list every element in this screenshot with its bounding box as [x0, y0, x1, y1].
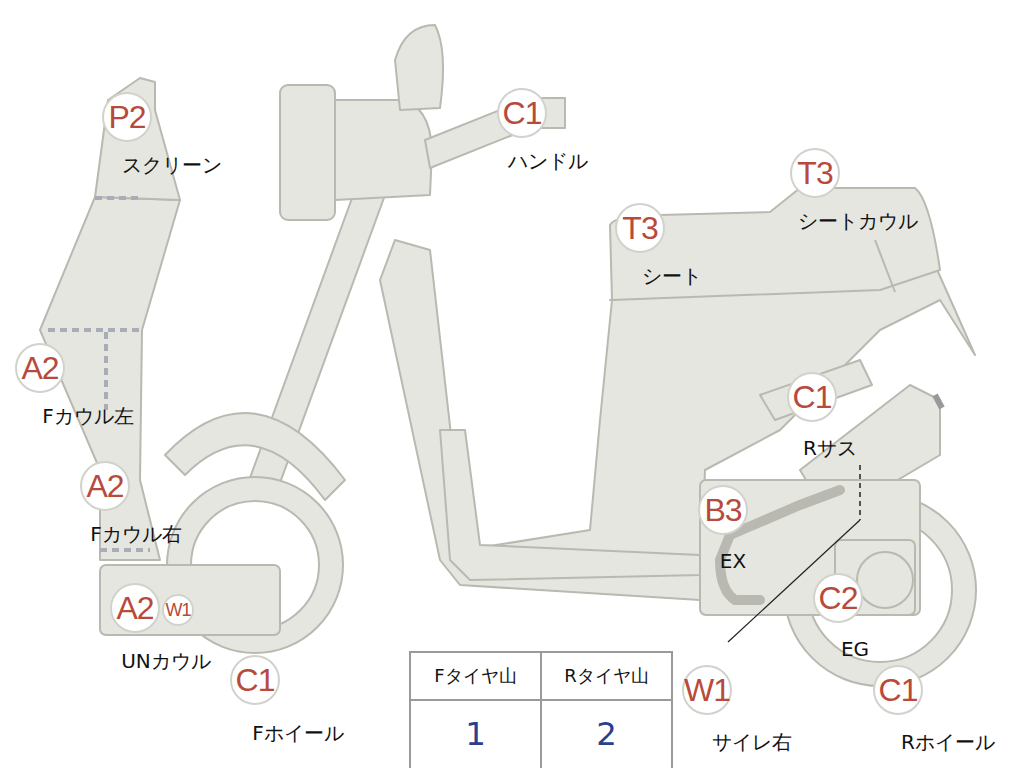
part-name: スクリーン	[122, 153, 222, 177]
part-name: Fカウル右	[90, 522, 182, 546]
callout-circle: A2UNカウル	[110, 583, 160, 633]
part-name: UNカウル	[121, 649, 211, 673]
part-name: EG	[841, 637, 869, 661]
callout-circle: C1Fホイール	[230, 655, 280, 705]
part-name: Rサス	[803, 436, 857, 460]
callout-number: T3	[792, 150, 838, 196]
callout-number: B3	[700, 487, 746, 533]
callout-circle: T3シート	[615, 203, 665, 253]
callout-number: T3	[617, 205, 663, 251]
part-name: サイレ右	[712, 730, 792, 754]
part-name: Fカウル左	[42, 404, 134, 428]
callout-number: A2	[112, 585, 158, 631]
callout-circle: W1	[162, 594, 194, 626]
part-name: シートカウル	[798, 209, 918, 233]
callout-number: C1	[789, 374, 835, 420]
callout-circle: C2EG	[813, 573, 863, 623]
callout-number: C1	[499, 90, 545, 136]
callout-circle: T3シートカウル	[790, 148, 840, 198]
callout-circle: P2スクリーン	[102, 92, 152, 142]
callout-circle: B3EX	[698, 485, 748, 535]
callout-number: P2	[104, 94, 150, 140]
callout-circle: W1サイレ右	[682, 665, 732, 715]
callout-number: C1	[232, 657, 278, 703]
callout-circle: C1Rサス	[787, 372, 837, 422]
table-value: 1	[410, 700, 541, 768]
part-name: EX	[720, 549, 746, 573]
part-name: Fホイール	[252, 721, 344, 745]
table-header: Rタイヤ山	[541, 652, 672, 700]
callout-number: A2	[17, 345, 63, 391]
part-name: シート	[642, 264, 702, 288]
callout-number: W1	[684, 667, 730, 713]
callout-circle: A2Fカウル右	[80, 461, 130, 511]
part-name: ハンドル	[508, 149, 588, 173]
callout-circle: A2Fカウル左	[15, 343, 65, 393]
table-header: Fタイヤ山	[410, 652, 541, 700]
callout-circle: C1Rホイール	[873, 665, 923, 715]
callout-number: W1	[164, 596, 192, 624]
table-value: 2	[541, 700, 672, 768]
callout-number: C1	[875, 667, 921, 713]
part-name: Rホイール	[901, 730, 995, 754]
callout-number: A2	[82, 463, 128, 509]
callout-number: C2	[815, 575, 861, 621]
callout-circle: C1ハンドル	[497, 88, 547, 138]
